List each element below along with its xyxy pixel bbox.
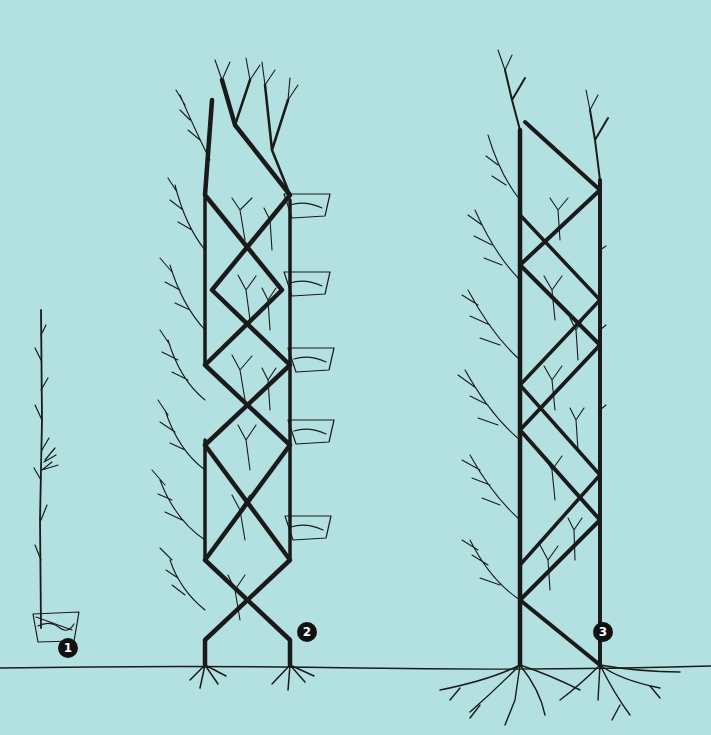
hanging-pots bbox=[284, 194, 334, 540]
sapling bbox=[33, 310, 79, 642]
woven-trees-with-pots bbox=[152, 58, 334, 690]
callout-number: 1 bbox=[58, 638, 78, 658]
callout-number: 2 bbox=[297, 622, 317, 642]
mature-woven-trees bbox=[440, 50, 680, 725]
callout-number: 3 bbox=[593, 622, 613, 642]
plant-pot bbox=[33, 612, 79, 642]
